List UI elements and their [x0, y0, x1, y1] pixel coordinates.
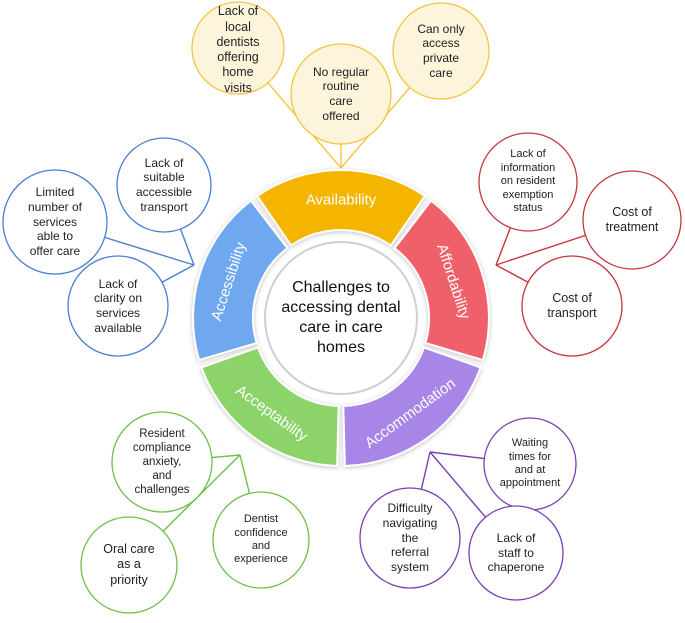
segment-accommodation	[342, 346, 482, 467]
bubble-circle-accessibility-1	[2, 169, 108, 275]
bubble-circle-acceptability-0	[111, 411, 213, 513]
segment-availability	[255, 169, 427, 247]
connector-accommodation-1	[420, 451, 431, 490]
connector-lines	[104, 82, 586, 532]
bubble-circle-availability-1	[290, 43, 392, 145]
connector-accessibility-0	[179, 228, 195, 266]
bubble-circle-affordability-1	[582, 170, 682, 270]
connector-acceptability-1	[239, 454, 251, 494]
center-title: Challenges to accessing dental care in c…	[281, 279, 401, 356]
challenge-ring	[192, 169, 490, 467]
connector-accessibility-1	[104, 236, 195, 266]
bubble-circle-accommodation-1	[359, 487, 461, 589]
bubble-circle-availability-2	[392, 2, 490, 100]
connector-accommodation-2	[429, 451, 487, 518]
bubble-circle-affordability-0	[478, 132, 578, 232]
bubble-circle-acceptability-1	[212, 491, 310, 589]
bubble-circle-affordability-2	[521, 255, 623, 357]
segment-label-availability: Availability	[306, 192, 377, 209]
connector-accessibility-2	[161, 264, 195, 283]
connector-acceptability-0	[211, 454, 241, 459]
segment-acceptability	[200, 346, 340, 467]
connector-affordability-0	[495, 227, 512, 266]
bubble-circle-accommodation-0	[483, 417, 577, 511]
segment-accessibility	[192, 199, 289, 362]
connector-affordability-2	[495, 264, 529, 283]
connector-affordability-1	[495, 234, 586, 266]
center-circle	[264, 241, 418, 395]
bubble-circles	[2, 1, 682, 614]
bubble-circle-accommodation-2	[468, 505, 564, 601]
segment-affordability	[393, 199, 490, 362]
bubble-circle-acceptability-2	[80, 516, 178, 614]
bubble-circle-availability-0	[191, 1, 285, 95]
bubble-circle-accessibility-0	[116, 137, 212, 233]
bubble-circle-accessibility-2	[67, 255, 169, 357]
connector-accommodation-0	[429, 451, 485, 460]
